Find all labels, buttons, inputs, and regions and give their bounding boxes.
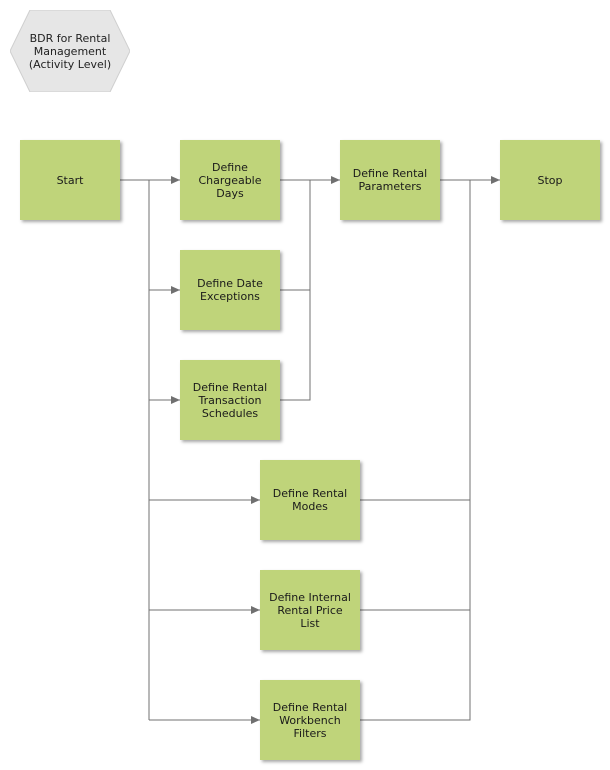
node-define-rental-parameters-label: Define Rental Parameters [352,167,428,193]
connector-from-workbench-filters [360,610,471,721]
connector-from-rental-modes [360,180,471,501]
node-define-rental-modes-label: Define Rental Modes [272,487,348,513]
connector-from-date-exceptions [280,180,311,291]
diagram-title-badge: BDR for Rental Management (Activity Leve… [10,10,130,92]
connector-from-internal-price-list [360,500,471,611]
connector-from-transaction-schedules [280,290,311,401]
node-stop[interactable]: Stop [500,140,600,220]
node-stop-label: Stop [537,173,563,187]
node-define-rental-workbench-filters-label: Define Rental Workbench Filters [272,700,348,740]
node-define-internal-rental-price-list-label: Define Internal Rental Price List [269,590,351,630]
diagram-title: BDR for Rental Management (Activity Leve… [28,31,112,71]
node-start[interactable]: Start [20,140,120,220]
node-define-date-exceptions-label: Define Date Exceptions [197,277,263,303]
hexagon-shape [10,10,130,92]
node-define-chargeable-days[interactable]: Define Chargeable Days [180,140,280,220]
node-define-rental-parameters[interactable]: Define Rental Parameters [340,140,440,220]
node-define-date-exceptions[interactable]: Define Date Exceptions [180,250,280,330]
node-define-internal-rental-price-list[interactable]: Define Internal Rental Price List [260,570,360,650]
node-define-rental-transaction-schedules[interactable]: Define Rental Transaction Schedules [180,360,280,440]
node-define-chargeable-days-label: Define Chargeable Days [198,160,262,200]
node-define-rental-modes[interactable]: Define Rental Modes [260,460,360,540]
node-define-rental-workbench-filters[interactable]: Define Rental Workbench Filters [260,680,360,760]
node-start-label: Start [56,173,84,187]
node-define-rental-transaction-schedules-label: Define Rental Transaction Schedules [192,380,268,420]
